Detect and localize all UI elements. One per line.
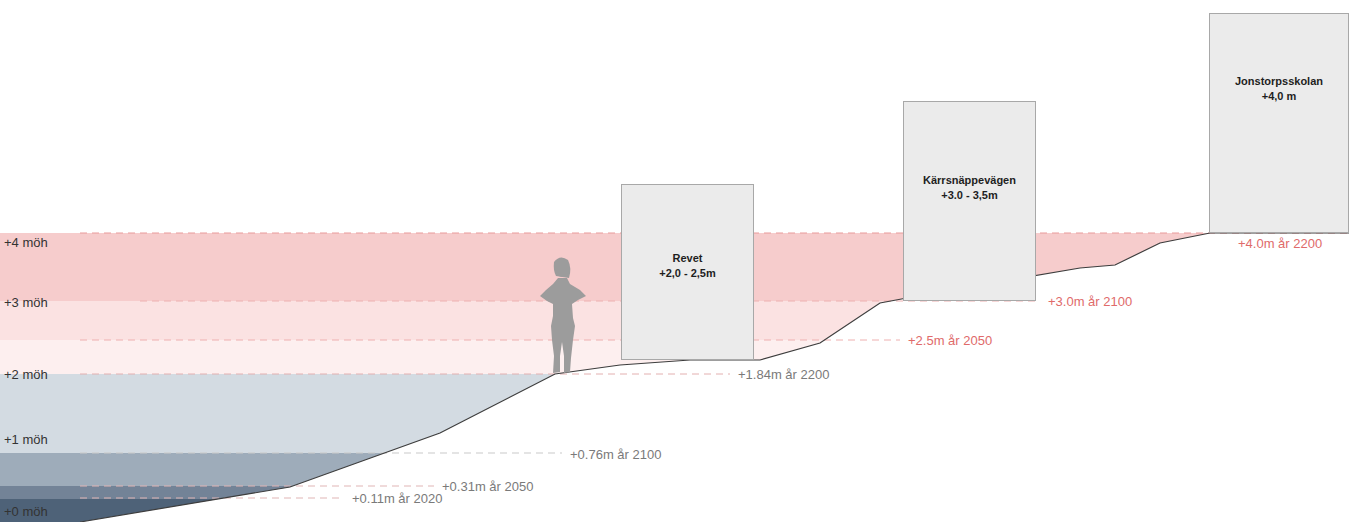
sea-level-label: +1.84m år 2200 (738, 367, 829, 383)
building-level: +4,0 m (1210, 89, 1348, 104)
flood-level-label: +3.0m år 2100 (1048, 294, 1132, 310)
sea-level-label: +0.76m år 2100 (570, 447, 661, 463)
building-name: Jonstorpsskolan (1210, 74, 1348, 89)
building-box: Kärrsnäppevägen+3.0 - 3,5m (903, 101, 1036, 301)
person-silhouette (540, 257, 586, 373)
building-name: Kärrsnäppevägen (904, 173, 1035, 188)
level-line (80, 374, 730, 375)
ground (80, 233, 1349, 522)
building-level: +3.0 - 3,5m (904, 188, 1035, 203)
axis-label: +1 möh (4, 432, 48, 448)
level-line (80, 340, 900, 341)
level-line (80, 498, 344, 499)
axis-label: +4 möh (4, 235, 48, 251)
building-box: Revet+2,0 - 2,5m (621, 184, 754, 360)
sea-level-label: +0.31m år 2050 (442, 479, 533, 495)
terrain-profile (80, 233, 1349, 522)
axis-label: +0 möh (4, 504, 48, 520)
flood-level-label: +4.0m år 2200 (1238, 236, 1322, 252)
axis-label: +2 möh (4, 367, 48, 383)
building-level: +2,0 - 2,5m (622, 266, 753, 281)
sea-level-label: +0.11m år 2020 (352, 491, 442, 507)
building-name: Revet (622, 251, 753, 266)
flood-level-label: +2.5m år 2050 (908, 333, 992, 349)
level-line (80, 486, 434, 487)
axis-label: +3 möh (4, 295, 48, 311)
level-line (80, 453, 562, 454)
building-box: Jonstorpsskolan+4,0 m (1209, 13, 1349, 233)
